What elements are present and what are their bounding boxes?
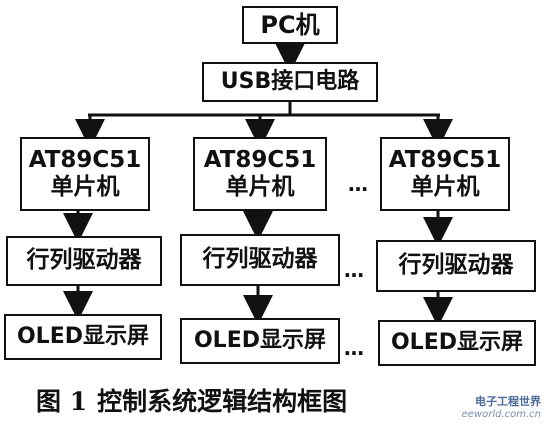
ellipsis-display: … [344,336,365,360]
ellipsis-mcu: … [348,172,369,196]
mcu-box-1: AT89C51 单片机 [20,137,150,211]
usb-label: USB接口电路 [220,69,360,95]
mcu-model-label: AT89C51 [28,146,142,173]
mcu-type-label: 单片机 [410,174,480,200]
ellipsis-driver: … [344,258,365,282]
display-box-3: OLED显示屏 [378,320,536,366]
pc-box: PC机 [242,6,338,44]
mcu-model-label: AT89C51 [203,146,317,173]
display-label: OLED显示屏 [390,330,523,356]
figure-caption: 图 1 控制系统逻辑结构框图 [36,382,357,418]
watermark-logo: 电子工程世界 eeworld.com.cn [459,393,541,425]
display-label: OLED显示屏 [16,324,149,350]
mcu-type-label: 单片机 [225,174,295,200]
display-box-2: OLED显示屏 [180,318,340,364]
figure-title: 控制系统逻辑结构框图 [97,387,348,416]
driver-label: 行列驱动器 [26,247,142,274]
figure-number: 图 1 [36,387,88,416]
driver-box-1: 行列驱动器 [6,236,162,286]
pc-label: PC机 [260,10,320,39]
mcu-box-2: AT89C51 单片机 [193,137,327,211]
display-label: OLED显示屏 [193,328,326,354]
watermark-line1: 电子工程世界 [475,395,541,408]
display-box-1: OLED显示屏 [4,314,162,360]
driver-box-2: 行列驱动器 [180,234,340,286]
driver-box-3: 行列驱动器 [376,240,536,292]
mcu-model-label: AT89C51 [388,146,502,173]
watermark-line2: eeworld.com.cn [461,409,541,420]
driver-label: 行列驱动器 [398,252,514,279]
usb-interface-box: USB接口电路 [202,62,378,102]
mcu-type-label: 单片机 [50,174,120,200]
mcu-box-3: AT89C51 单片机 [380,137,510,211]
driver-label: 行列驱动器 [202,246,318,273]
